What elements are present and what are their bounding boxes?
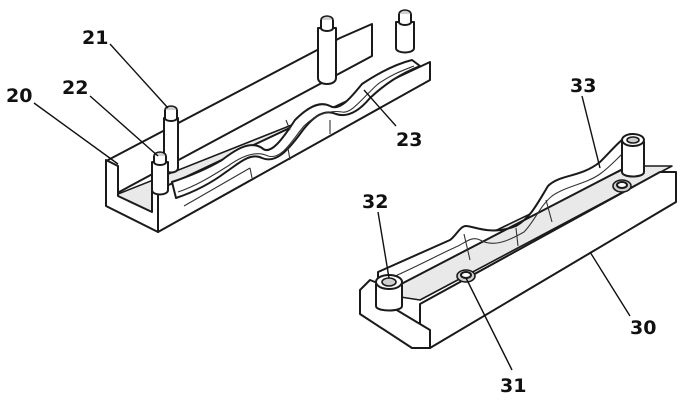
leader-20: [33, 102, 119, 165]
upper-wavy-insert-ridge: [177, 65, 415, 193]
upper-wavy-insert: [171, 59, 421, 199]
leader-lines: [33, 43, 631, 371]
leader-30: [589, 251, 631, 317]
upper-clamp-part-20: [105, 9, 431, 233]
hole-lower-right: [612, 179, 632, 193]
leader-21: [109, 43, 169, 109]
pin-22: [151, 151, 169, 196]
leader-22: [89, 95, 159, 157]
post-lower-right: [621, 133, 645, 178]
callout-labels: 20 21 22 23 30 31 32 33: [6, 27, 656, 397]
pin-upper-right: [395, 9, 415, 54]
lower-wavy-insert-base: [463, 199, 553, 261]
label-21: 21: [82, 27, 108, 49]
pin-upper-middle: [317, 15, 337, 85]
label-31: 31: [500, 375, 526, 397]
leader-23: [363, 89, 397, 127]
lower-back-wall: [377, 133, 641, 297]
leader-31: [465, 277, 513, 371]
lower-clamp-part-30: [359, 133, 677, 349]
post-32: [375, 274, 403, 312]
lower-wavy-insert-ridge: [385, 145, 633, 281]
leader-33: [581, 95, 601, 169]
label-32: 32: [362, 191, 388, 213]
label-22: 22: [62, 77, 88, 99]
label-30: 30: [630, 317, 656, 339]
hole-31: [456, 269, 476, 283]
upper-wavy-insert-base: [183, 119, 331, 207]
label-23: 23: [396, 129, 422, 151]
label-33: 33: [570, 75, 596, 97]
leader-32: [377, 211, 390, 279]
label-20: 20: [6, 85, 32, 107]
